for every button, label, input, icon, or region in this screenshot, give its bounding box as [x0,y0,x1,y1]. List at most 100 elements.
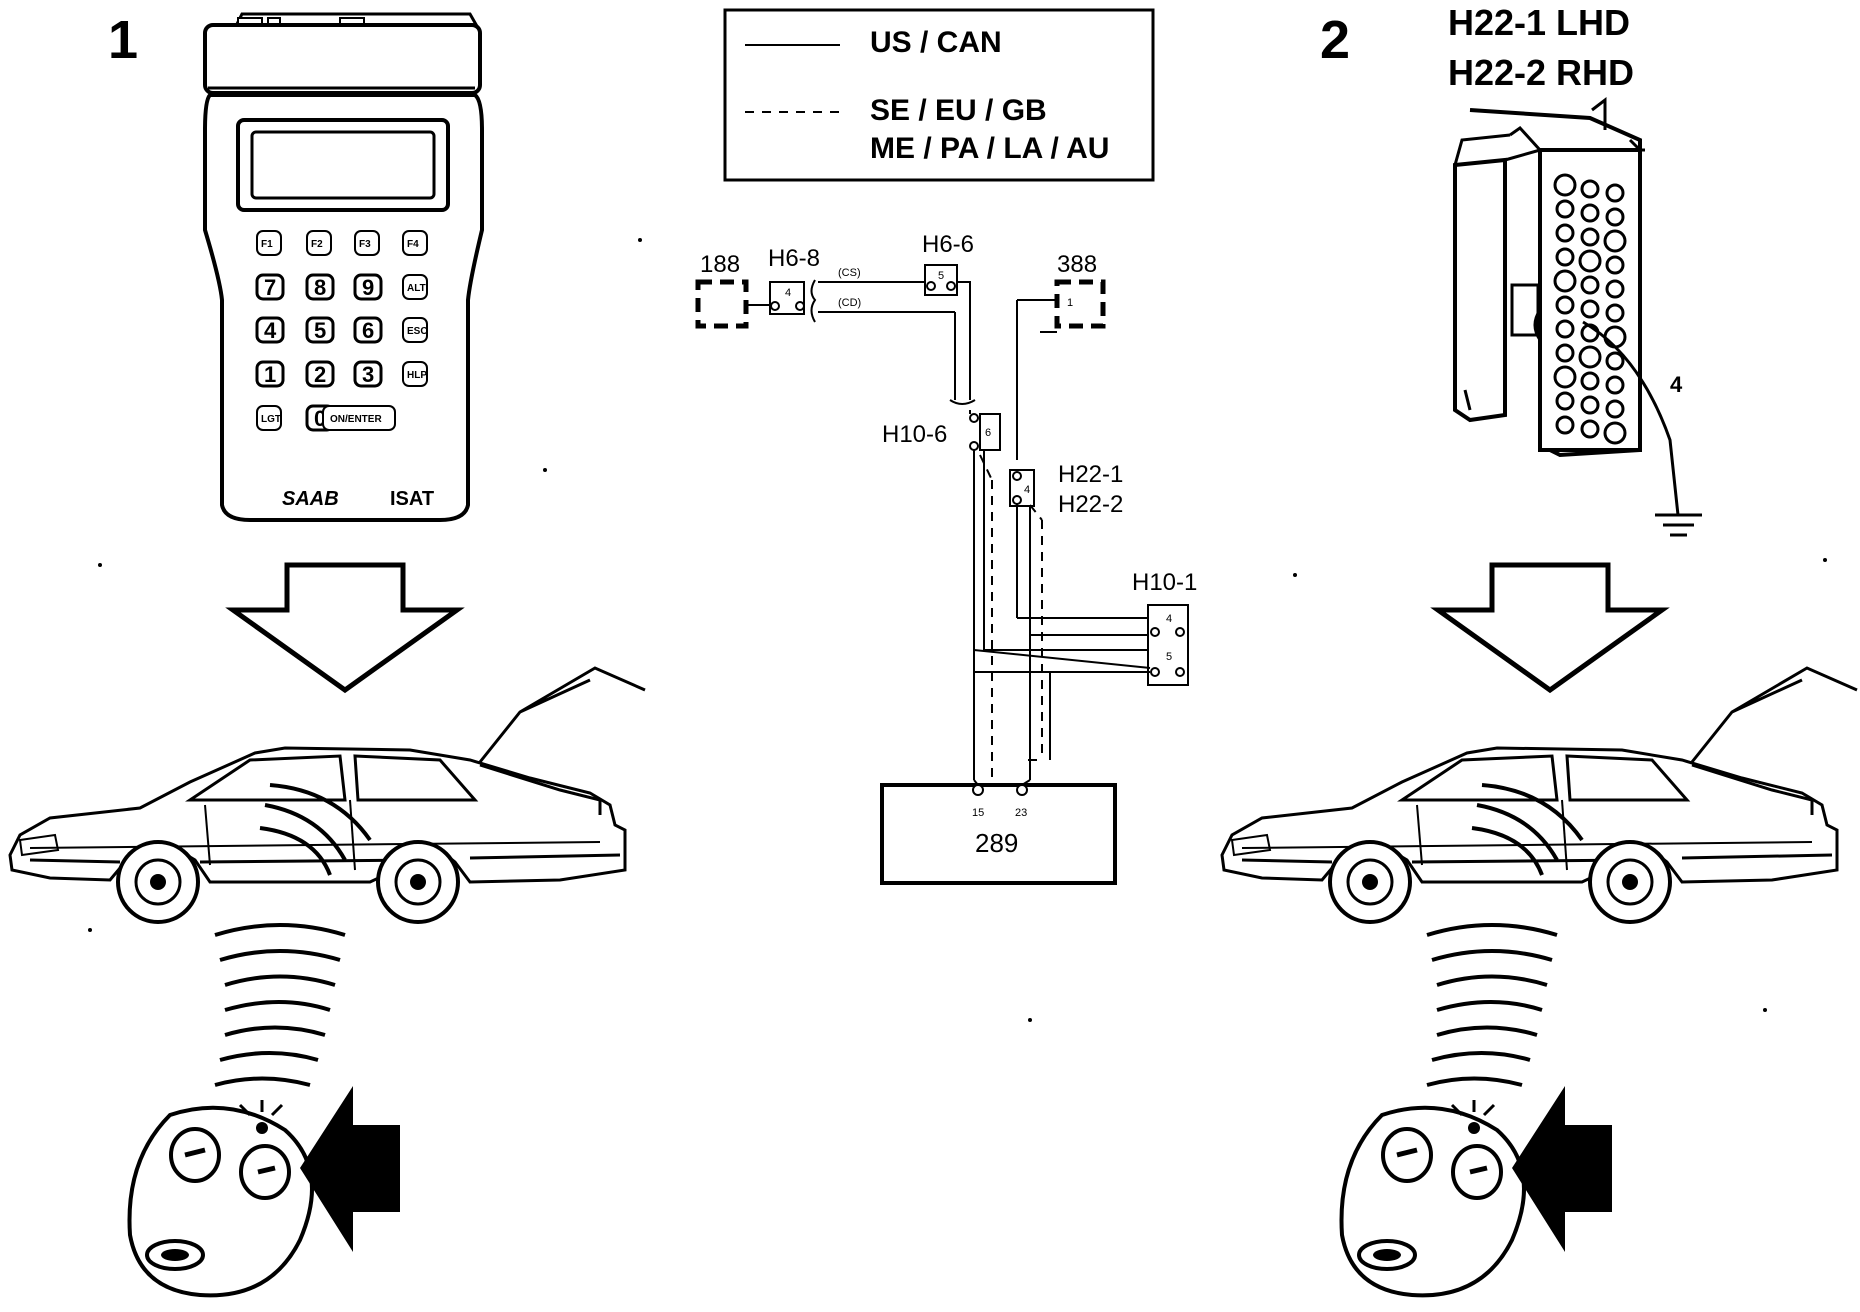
tester-brand: SAAB [282,488,339,510]
connector-pin [1555,223,1575,243]
tester-key-on-enter [322,405,396,431]
tester-key-8 [305,273,335,301]
key-fob-1 [130,1100,313,1295]
connector-pin [1605,279,1625,299]
legend-box [723,8,1155,182]
h6-6-pin: 5 [938,270,944,282]
tester-key-9 [353,273,383,301]
ecu-289-label: 289 [975,828,1018,858]
tester-key-label: F2 [311,239,323,250]
connector-pin [1580,395,1600,415]
connector-pin [1603,421,1627,445]
signal-waves-2 [1425,923,1559,1087]
h22-pin: 4 [1024,484,1030,496]
connector-pin [1555,391,1575,411]
tester-key-label: 1 [264,362,276,387]
tester-key-label: F4 [407,239,419,250]
connector-pin [1578,345,1602,369]
tester-key-label: LGT [261,414,281,425]
ground-symbol [1655,513,1702,537]
car-1 [8,666,647,924]
step-2-number: 2 [1320,10,1350,70]
connector-pin [1555,319,1575,339]
connector-pins [1553,173,1627,445]
388-pin: 1 [1067,297,1073,309]
tester-key-f3 [354,230,380,256]
tester-key-label: ALT [407,283,426,294]
tester-key-label: F1 [261,239,273,250]
press-arrow-1 [300,1086,400,1252]
connector-label-rhd: H22-2 RHD [1448,52,1634,93]
h10-6-label: H10-6 [882,421,947,448]
tester-key-f4 [402,230,428,256]
connector-pin [1553,173,1577,197]
key-fob-2 [1342,1100,1525,1295]
tester-key-label: ON/ENTER [330,414,382,425]
connector-pin [1580,299,1600,319]
connector-pin [1580,419,1600,439]
h10-6-pin: 6 [985,427,991,439]
tester-key-label: 8 [314,275,326,300]
ground-wire [1582,320,1680,516]
tester-key-f1 [256,230,282,256]
connector-pin [1605,303,1625,323]
connector-pin [1578,249,1602,273]
down-arrow-2 [1438,565,1662,690]
ecu-289-box [880,783,1117,885]
scan-speckles [88,238,1827,1022]
tester-key-alt [402,274,428,300]
legend-solid-label: US / CAN [870,26,1002,59]
tester-key-2 [305,360,335,388]
connector-pin [1603,325,1627,349]
connector-label-lhd: H22-1 LHD [1448,2,1630,43]
step-1-number: 1 [108,10,138,70]
tester-model: ISAT [390,488,434,510]
connector-pin [1580,179,1600,199]
wiring-diagram: 188 H6-8 4 (CS) (CD) H6-6 5 388 1 H10-6 … [695,231,1197,885]
tester-key-label: 5 [314,318,326,343]
connector-pin [1555,343,1575,363]
connector-pin [1605,255,1625,275]
tester-key-7 [255,273,285,301]
connector-pin [1605,399,1625,419]
connector-pin [1580,275,1600,295]
press-arrow-2 [1512,1086,1612,1252]
h6-8-label: H6-8 [768,245,820,272]
connector-pin [1580,203,1600,223]
connector-pin [1605,183,1625,203]
tester-key-label: 2 [314,362,326,387]
h22-label-1: H22-1 [1058,461,1123,488]
tester-key-label: F3 [359,239,371,250]
h6-6-label: H6-6 [922,231,974,258]
h10-1-pin-b: 5 [1166,651,1172,663]
tester-key-5 [305,316,335,344]
connector-pin [1555,415,1575,435]
car-2 [1220,666,1859,924]
pin-4-label: 4 [1670,372,1683,397]
tester-key-hlp [402,361,428,387]
tester-key-label: ESC [407,326,428,337]
h10-1-pin-a: 4 [1166,613,1172,625]
component-188-box [695,279,749,329]
connector-pin [1605,207,1625,227]
connector-pin [1553,365,1577,389]
connector-pin [1580,227,1600,247]
connector-pin [1555,295,1575,315]
connector-pin [1580,371,1600,391]
connector-pin [1553,269,1577,293]
signal-waves-1 [213,923,347,1087]
component-388-label: 388 [1057,251,1097,278]
component-188-label: 188 [700,251,740,278]
connector-pin [1603,229,1627,253]
tester-key-6 [353,316,383,344]
legend-dashed-label-1: SE / EU / GB [870,94,1047,127]
h6-8-pin: 4 [785,287,791,299]
tester-key-label: 3 [362,362,374,387]
tester-key-3 [353,360,383,388]
wire-cs-label: (CS) [838,267,861,279]
legend-dashed-label-2: ME / PA / LA / AU [870,132,1109,165]
tester-key-lgt [256,405,282,431]
tester-key-label: 7 [264,275,276,300]
